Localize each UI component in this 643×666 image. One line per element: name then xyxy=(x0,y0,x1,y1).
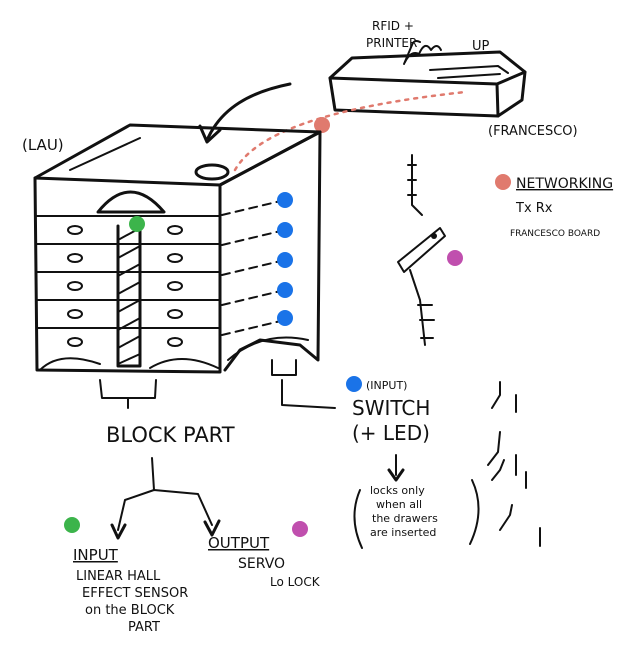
switch-dot-3 xyxy=(277,252,293,268)
lock-waveforms xyxy=(487,381,541,547)
switch-dot-2 xyxy=(277,222,293,238)
switch-input-label: (INPUT) xyxy=(366,379,407,392)
printer-label: PRINTER xyxy=(366,36,417,50)
input-dot xyxy=(64,517,80,533)
block-bracket xyxy=(99,379,157,399)
networking-dot xyxy=(495,174,511,190)
servo-dot xyxy=(447,250,463,266)
switch-label: SWITCH xyxy=(352,396,430,420)
output-dot xyxy=(292,521,308,537)
locks-note-2: when all xyxy=(376,498,422,511)
servo-sketch xyxy=(397,154,446,346)
francesco-label: (FRANCESCO) xyxy=(488,124,578,139)
output-desc: SERVO xyxy=(238,556,285,572)
arrowhead xyxy=(198,124,222,144)
switch-bracket xyxy=(271,359,297,376)
input-title: INPUT xyxy=(73,546,119,564)
hall-sensor-dot xyxy=(129,216,145,232)
network-dot-salmon xyxy=(314,117,330,133)
switch-input-dot xyxy=(346,376,362,392)
output-title: OUTPUT xyxy=(208,534,270,552)
drawer-cabinet xyxy=(33,123,322,374)
switch-led-label: (+ LED) xyxy=(352,421,430,445)
input-desc-2: EFFECT SENSOR xyxy=(82,586,188,601)
input-desc-4: PART xyxy=(128,620,160,635)
tx-rx-label: Tx Rx xyxy=(515,201,553,216)
rfid-label: RFID + xyxy=(372,19,414,33)
locks-note-1: locks only xyxy=(370,484,425,497)
input-desc-1: LINEAR HALL xyxy=(76,569,161,584)
input-desc-3: on the BLOCK xyxy=(85,603,175,618)
switch-dot-5 xyxy=(277,310,293,326)
network-dotted-line xyxy=(233,90,467,172)
lau-label: (LAU) xyxy=(22,136,64,154)
networking-label: NETWORKING xyxy=(516,176,613,192)
rfid-printer-box xyxy=(328,40,527,118)
locks-note-3: the drawers xyxy=(372,512,438,525)
switch-dot-1 xyxy=(277,192,293,208)
switch-dot-4 xyxy=(277,282,293,298)
lock-note: Lo LOCK xyxy=(270,575,321,589)
up-label: UP xyxy=(472,39,490,54)
fork-arrows xyxy=(117,457,213,531)
block-part-label: BLOCK PART xyxy=(106,423,235,447)
locks-note-4: are inserted xyxy=(370,526,436,539)
francesco-board-label: FRANCESCO BOARD xyxy=(510,229,600,239)
